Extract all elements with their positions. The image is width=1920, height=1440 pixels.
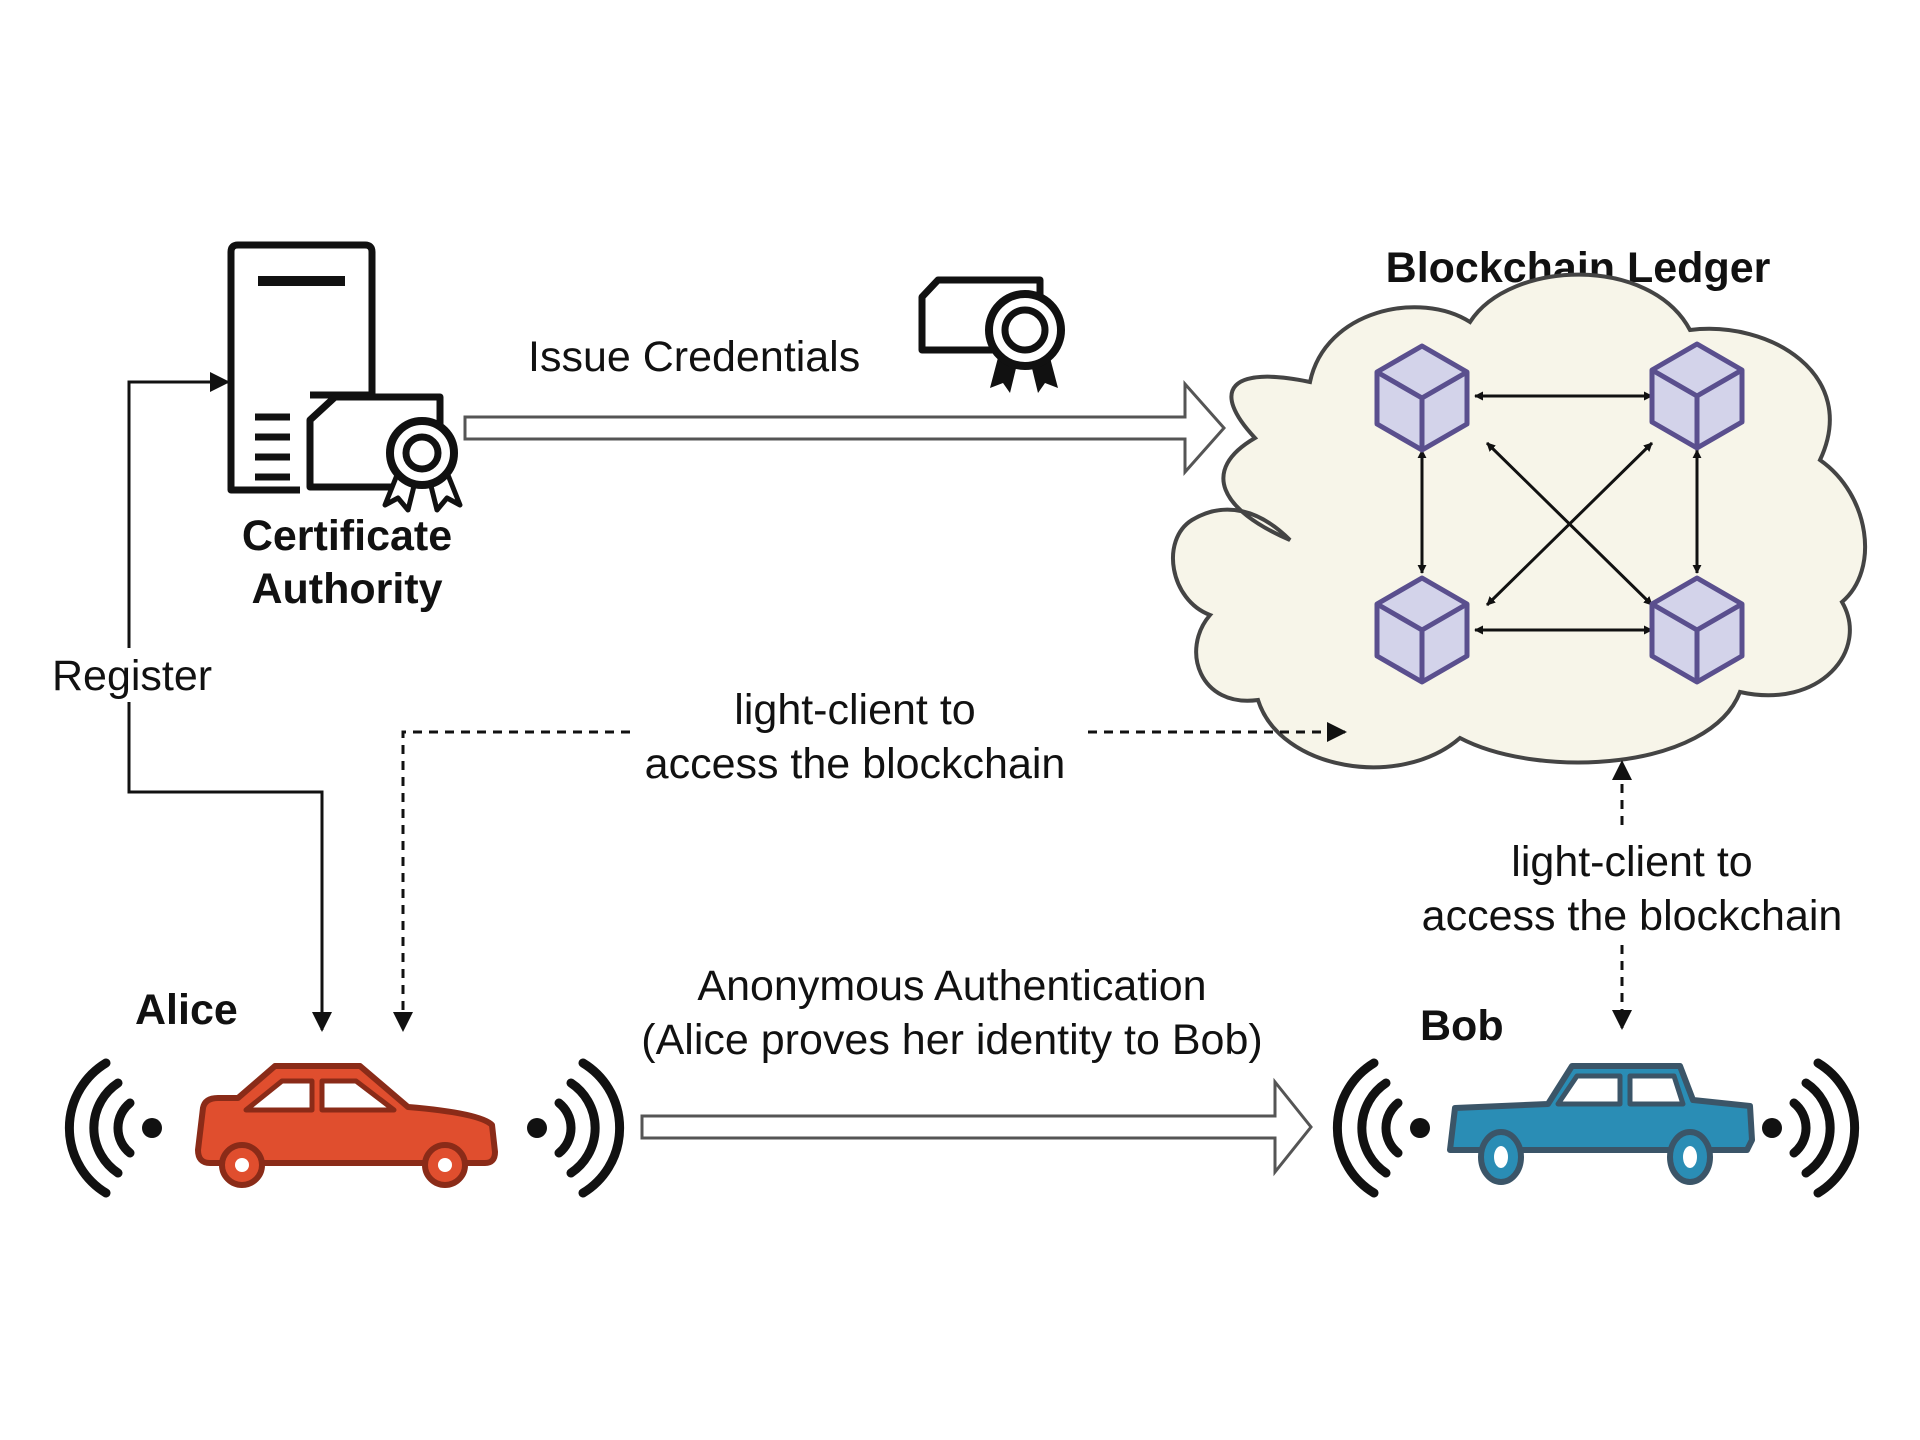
alice-label: Alice — [135, 986, 238, 1034]
wireless-signal-icon — [69, 1063, 162, 1193]
issue-credentials-label: Issue Credentials — [528, 333, 860, 381]
car-icon — [195, 1063, 498, 1188]
register-arrow-up — [127, 372, 230, 672]
cloud-icon — [1171, 272, 1868, 770]
block-cube-icon — [1377, 346, 1467, 450]
ca-label-line1: Certificate — [242, 512, 452, 560]
server-icon — [227, 241, 376, 494]
register-label-bg — [50, 648, 230, 702]
certificate-icon — [918, 276, 1065, 393]
block-cube-icon — [1377, 578, 1467, 682]
anonymous-auth-line2: (Alice proves her identity to Bob) — [641, 1016, 1262, 1064]
alice-light-client-line2: access the blockchain — [645, 740, 1066, 788]
wireless-signal-icon — [1762, 1063, 1855, 1193]
anonymous-auth-arrow — [640, 1077, 1313, 1177]
bob-label: Bob — [1420, 1002, 1504, 1050]
block-cube-icon — [1652, 344, 1742, 448]
register-label: Register — [52, 652, 212, 700]
anonymous-auth-line1: Anonymous Authentication — [697, 962, 1206, 1010]
car-icon — [1447, 1063, 1755, 1185]
alice-light-client-arrow — [393, 730, 630, 1032]
certificate-badge-icon — [306, 393, 463, 513]
block-cube-icon — [1652, 578, 1742, 682]
alice-light-client-line1: light-client to — [734, 686, 975, 734]
ledger-links — [1417, 391, 1702, 635]
wireless-signal-icon — [1337, 1063, 1430, 1193]
wireless-signal-icon — [527, 1063, 620, 1193]
bob-light-client-line2: access the blockchain — [1422, 892, 1843, 940]
bob-light-client-line1: light-client to — [1511, 838, 1752, 886]
issue-credentials-arrow — [463, 380, 1227, 476]
register-arrow-down — [127, 672, 332, 1032]
ca-label-line2: Authority — [251, 565, 442, 613]
